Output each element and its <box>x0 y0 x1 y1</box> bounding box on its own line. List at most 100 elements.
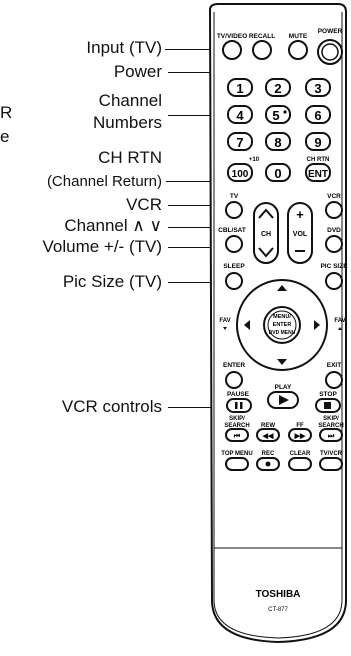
label-volume: Volume +/- (TV) <box>42 237 162 256</box>
channel-up-icon <box>258 208 274 219</box>
dpad-left-arrow-icon <box>244 320 250 330</box>
zero-label: 0 <box>274 166 281 181</box>
dpad-up-arrow-icon <box>277 285 287 291</box>
skip-forward-button[interactable] <box>319 428 343 442</box>
exit-label: EXIT <box>327 362 341 369</box>
ent-label: ENT <box>308 169 328 180</box>
clear-button[interactable] <box>288 457 312 471</box>
dvd-label: DVD <box>327 227 341 234</box>
digit-5-label: 5 <box>272 108 279 123</box>
leader-ch-rtn <box>166 181 226 182</box>
label-channel-numbers-2: Numbers <box>93 113 162 132</box>
rec-label: REC <box>262 451 275 457</box>
tv-mode-label: TV <box>230 193 239 200</box>
vol-label: VOL <box>293 231 308 238</box>
label-channel-numbers-1: Channel <box>98 91 162 110</box>
skip-right-label-1: SKIP/ <box>323 416 339 422</box>
enter-label: ENTER <box>223 362 245 369</box>
tv-video-button[interactable] <box>222 40 242 60</box>
digit-7-button[interactable] <box>227 132 253 151</box>
mute-button[interactable] <box>288 40 308 60</box>
sleep-button[interactable] <box>225 272 243 290</box>
pause-button[interactable] <box>226 398 252 413</box>
fav-down-icon <box>223 327 227 330</box>
label-channel-updown: Channel ∧ ∨ <box>64 216 162 235</box>
exit-button[interactable] <box>325 371 343 389</box>
stop-label: STOP <box>319 391 337 398</box>
zero-button[interactable] <box>265 163 291 182</box>
top-menu-button[interactable] <box>225 457 249 471</box>
ch-label: CH <box>261 231 271 238</box>
vcr-mode-button[interactable] <box>325 201 343 219</box>
digit-4-label: 4 <box>236 108 244 123</box>
pic-size-label: PIC SIZE <box>320 263 348 270</box>
hundred-button[interactable] <box>227 163 253 182</box>
pic-size-button[interactable] <box>325 272 343 290</box>
model-number: CT-877 <box>268 607 288 613</box>
tv-video-label: TV/VIDEO <box>217 33 247 40</box>
rewind-icon: ◀◀ <box>262 433 274 440</box>
menu-enter-button[interactable] <box>263 306 301 344</box>
tv-vcr-label: TV/VCR <box>320 451 343 457</box>
recall-label: RECALL <box>249 33 275 40</box>
power-label: POWER <box>318 28 343 35</box>
digit-8-button[interactable] <box>265 132 291 151</box>
digit-6-label: 6 <box>314 108 321 123</box>
digit-5-button[interactable] <box>265 105 291 124</box>
dvd-button[interactable] <box>325 235 343 253</box>
digit-1-label: 1 <box>236 81 243 96</box>
ff-label: FF <box>296 423 304 429</box>
label-ch-rtn-sub: (Channel Return) <box>46 173 162 190</box>
dpad-right-arrow-icon <box>314 320 320 330</box>
digit-3-button[interactable] <box>305 78 331 97</box>
digit-4-button[interactable] <box>227 105 253 124</box>
rew-label: REW <box>261 423 275 429</box>
fav-up-icon <box>338 327 342 330</box>
ent-button[interactable] <box>305 163 331 182</box>
digit-9-button[interactable] <box>305 132 331 151</box>
pause-icon-bar-left <box>235 402 238 409</box>
skip-right-label-2: SEARCH <box>318 423 343 429</box>
enter-button[interactable] <box>225 371 243 389</box>
tv-mode-button[interactable] <box>225 201 243 219</box>
menu-label-2: ENTER <box>273 322 292 328</box>
ch-rtn-top-label: CH RTN <box>307 157 330 163</box>
digit-6-button[interactable] <box>305 105 331 124</box>
number-pad: 1 2 3 4 5 6 7 8 9 +10 CH RTN 100 0 ENT <box>227 78 331 182</box>
record-icon <box>265 461 271 467</box>
stop-icon <box>324 402 331 409</box>
volume-rocker[interactable] <box>287 202 313 264</box>
power-button-ring <box>321 43 339 61</box>
remote-body-edge <box>213 12 343 639</box>
brand-logo: TOSHIBA <box>256 589 301 600</box>
menu-label-1: MENU/ <box>273 314 291 320</box>
digit-9-label: 9 <box>314 135 321 150</box>
label-vcr: VCR <box>126 195 162 214</box>
cbl-sat-button[interactable] <box>225 235 243 253</box>
top-menu-label: TOP MENU <box>221 451 252 457</box>
recall-button[interactable] <box>252 40 272 60</box>
tv-vcr-button[interactable] <box>319 457 343 471</box>
skip-forward-icon: ⏭ <box>328 433 335 440</box>
digit-2-label: 2 <box>274 81 281 96</box>
clear-label: CLEAR <box>290 451 311 457</box>
rewind-button[interactable] <box>256 428 280 442</box>
fav-left-label: FAV <box>219 318 230 324</box>
hundred-label: 100 <box>232 169 249 180</box>
digit-7-label: 7 <box>236 135 243 150</box>
vcr-mode-label: VCR <box>327 193 341 200</box>
cut-off-fragment-e: e <box>0 127 10 146</box>
dpad-down-arrow-icon <box>277 359 287 365</box>
pause-icon-bar-right <box>240 402 243 409</box>
leader-channel <box>168 227 228 228</box>
skip-left-label-1: SKIP/ <box>229 416 245 422</box>
label-pic-size: Pic Size (TV) <box>62 272 162 291</box>
label-input-tv: Input (TV) <box>86 38 162 57</box>
skip-back-button[interactable] <box>225 428 249 442</box>
fast-forward-button[interactable] <box>288 428 312 442</box>
digit-1-button[interactable] <box>227 78 253 97</box>
mute-label: MUTE <box>289 33 308 40</box>
label-ch-rtn: CH RTN <box>98 148 162 167</box>
digit-2-button[interactable] <box>265 78 291 97</box>
pause-label: PAUSE <box>227 391 250 398</box>
